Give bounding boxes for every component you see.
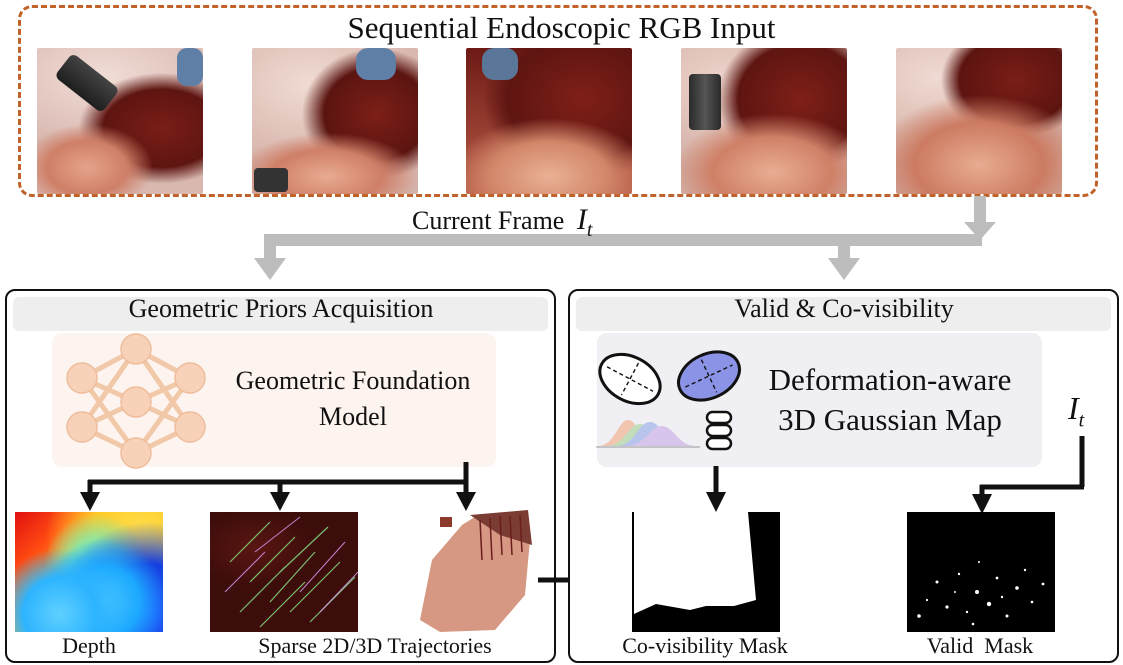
black-arrowhead	[456, 492, 476, 511]
input-container	[18, 5, 1098, 197]
endoscopic-frame-3	[466, 48, 632, 194]
nn-node	[120, 386, 152, 418]
black-arrowhead	[270, 492, 290, 511]
instrument-tool	[689, 74, 721, 130]
valid-mask-label: Valid Mask	[926, 633, 1034, 658]
nn-node	[66, 362, 98, 394]
instrument-tool-blue	[177, 48, 203, 86]
nn-node	[66, 411, 98, 443]
covisibility-mask-label: Co-visibility Mask	[622, 633, 788, 658]
endoscopic-frame-2	[252, 48, 418, 194]
gray-arrowhead	[254, 258, 286, 280]
distribution-curves-icon	[598, 420, 696, 446]
endoscopic-frame-1	[37, 48, 203, 194]
panel-header	[576, 297, 1111, 331]
black-arrowhead	[80, 492, 100, 511]
nn-node	[174, 362, 206, 394]
valid-mask-image	[907, 512, 1055, 632]
input-title: Sequential Endoscopic RGB Input	[347, 10, 776, 45]
nn-node	[120, 437, 152, 469]
gaussian-ellipse-icon	[598, 352, 662, 406]
valid-mask-speckles	[917, 561, 1045, 626]
gray-arrow-shaft	[264, 234, 276, 262]
endoscopic-frame-5	[896, 48, 1062, 194]
gray-arrow-shaft	[838, 234, 850, 262]
gaussian-ellipse-blue-icon	[677, 350, 741, 402]
gaussian-map-line2: 3D Gaussian Map	[778, 402, 1002, 437]
endoscopic-frame-4	[681, 48, 847, 194]
current-frame-symbol: It	[576, 203, 593, 241]
black-arrowhead	[972, 494, 992, 514]
trajectories-label: Sparse 2D/3D Trajectories	[258, 633, 492, 658]
panel-header	[13, 297, 548, 331]
gray-arrowhead	[828, 258, 860, 280]
instrument-tool-blue	[356, 48, 396, 80]
foundation-model-line1: Geometric Foundation	[235, 366, 471, 395]
gray-arrowhead	[964, 222, 996, 240]
instrument-tool-blue	[482, 48, 518, 80]
gray-horizontal-bar	[264, 234, 982, 246]
nn-node	[120, 333, 152, 365]
right-panel-title: Valid & Co-visibility	[734, 294, 954, 323]
current-frame-input-symbol: It	[1068, 390, 1085, 432]
depth-label: Depth	[62, 633, 116, 658]
left-panel-title: Geometric Priors Acquisition	[128, 294, 434, 323]
parameter-stack-icon	[705, 410, 733, 451]
instrument-tool	[254, 168, 288, 192]
trajectory-lines	[224, 516, 358, 628]
depth-map-image	[15, 512, 163, 632]
foundation-model-line2: Model	[319, 402, 387, 431]
current-frame-text: Current Frame	[412, 206, 565, 235]
sparse-trajectories-image	[210, 512, 358, 632]
current-frame-label: Current Frame It	[412, 203, 592, 242]
gaussian-map-line1: Deformation-aware	[768, 362, 1012, 397]
black-arrowhead	[706, 492, 726, 512]
gray-arrow-shaft	[974, 196, 986, 226]
nn-node	[174, 411, 206, 443]
